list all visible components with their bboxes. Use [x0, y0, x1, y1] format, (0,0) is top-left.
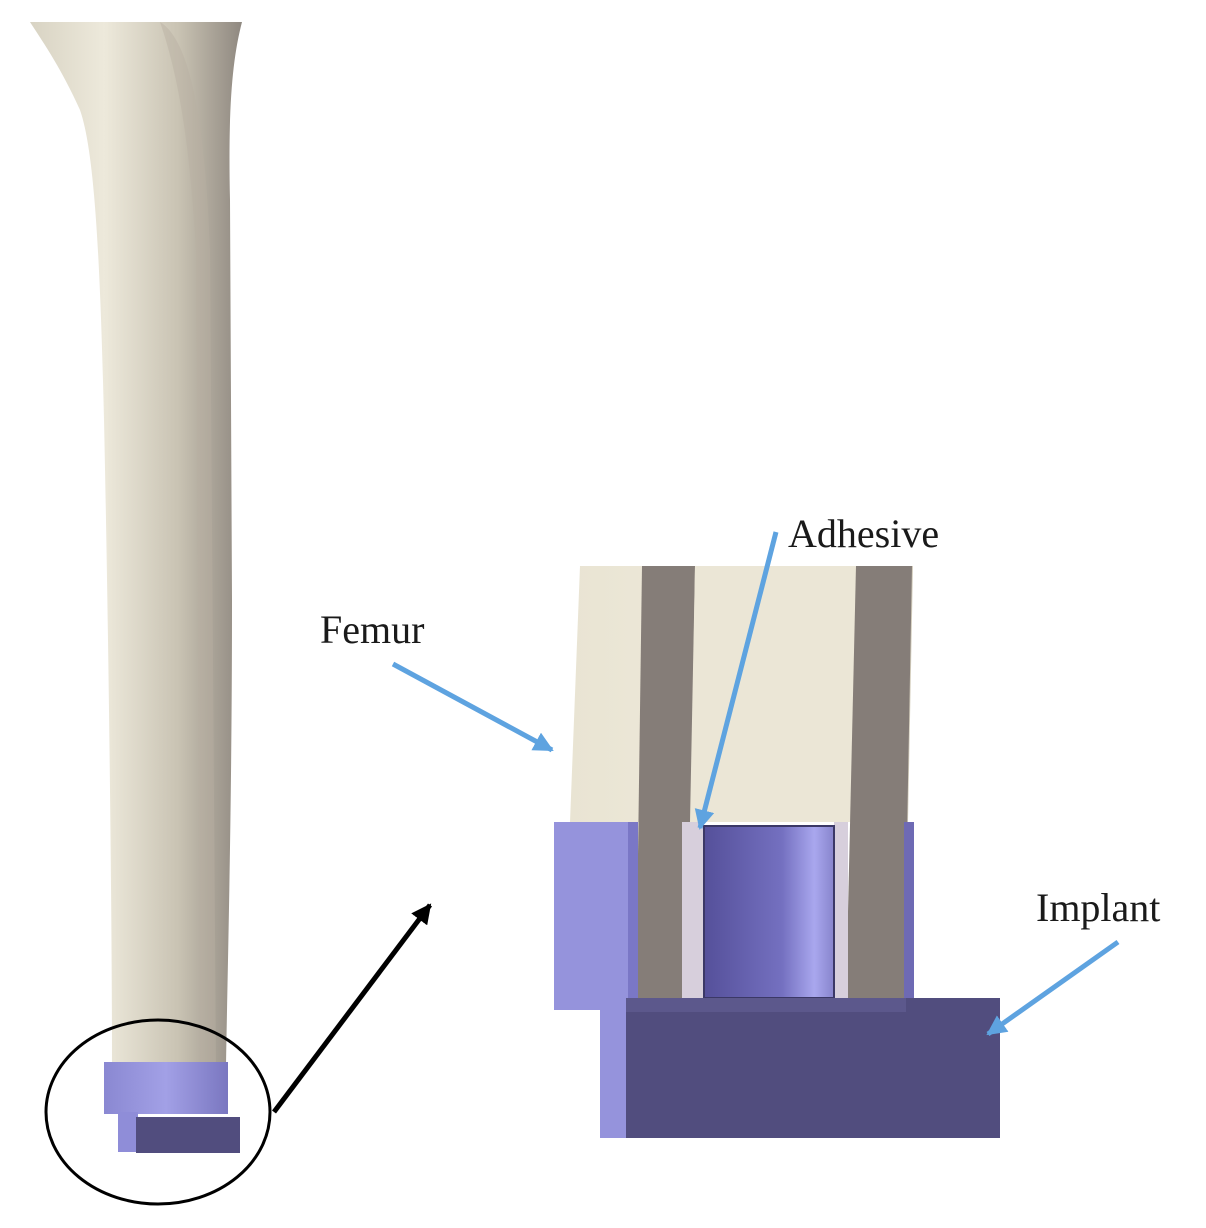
implant-label: Implant [1036, 885, 1161, 930]
implant-ring-small [104, 1062, 228, 1114]
zoom-cortex-left [636, 566, 695, 998]
zoom-implant-base [626, 998, 1000, 1138]
zoom-adhesive-layer [682, 822, 704, 998]
zoom-adhesive-layer-right [834, 822, 848, 998]
zoom-circle [44, 1018, 272, 1206]
adhesive-label: Adhesive [788, 511, 940, 556]
zoom-arrow [272, 903, 432, 1114]
zoom-implant-ring-right [904, 822, 914, 1002]
implant-arrow [986, 939, 1120, 1037]
zoom-bone-inner [690, 566, 856, 822]
adhesive-arrow [694, 531, 779, 830]
femur-label: Femur [320, 607, 425, 652]
zoom-implant-base-top [626, 998, 906, 1012]
zoom-implant-stem-strip [600, 1002, 628, 1138]
femur-bone-shading [160, 22, 216, 1065]
femur-arrow [391, 661, 554, 753]
implant-stem-small [118, 1112, 138, 1152]
zoom-implant-ring-left [554, 822, 636, 1010]
implant-base-small [136, 1117, 240, 1153]
zoom-implant-ring-left-edge [628, 822, 638, 1010]
zoom-cortex-right [846, 566, 912, 998]
zoom-implant-inner-cylinder [704, 826, 834, 998]
femur-bone [30, 22, 242, 1065]
